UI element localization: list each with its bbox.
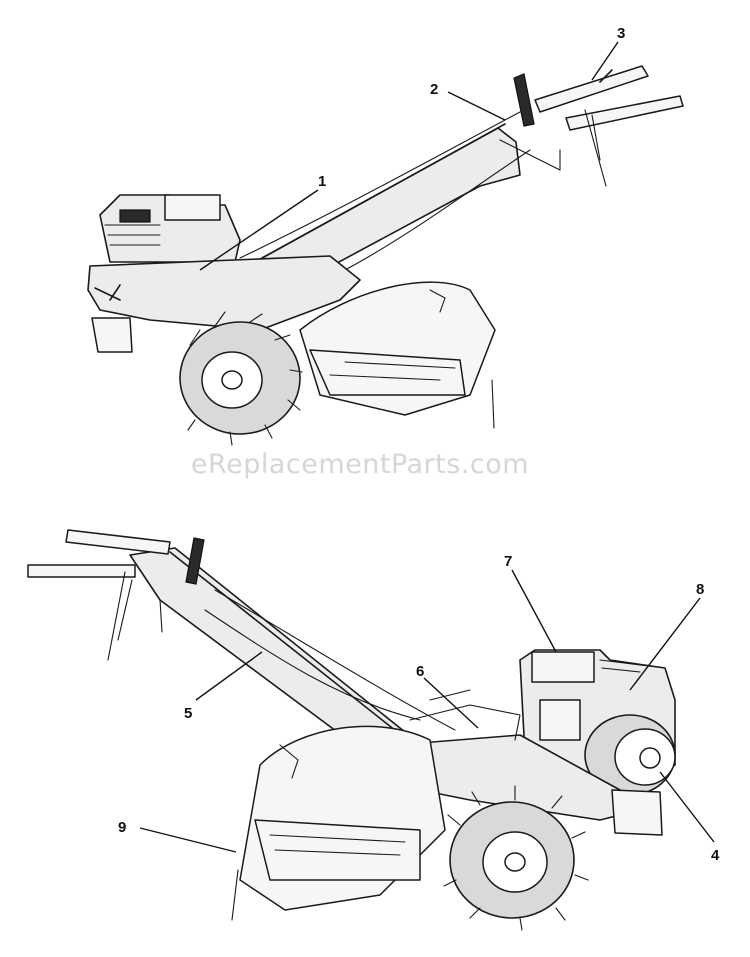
leader-6 (423, 677, 479, 729)
callout-3: 3 (617, 25, 625, 42)
leader-9 (139, 827, 237, 853)
callout-8: 8 (696, 581, 704, 598)
tiller-bottom-view (27, 529, 676, 931)
leader-3 (591, 41, 619, 81)
tiller-top-view (87, 65, 684, 446)
leader-1 (199, 189, 319, 271)
callout-4: 4 (711, 847, 720, 864)
watermark-text: eReplacementParts.com (191, 449, 529, 480)
callout-5: 5 (184, 705, 192, 722)
callout-1: 1 (318, 173, 326, 190)
callout-leaders (139, 41, 715, 853)
callout-6: 6 (416, 663, 424, 680)
leader-8 (629, 597, 701, 691)
leader-5 (195, 651, 263, 701)
callout-numbers: 1 2 3 4 5 6 7 8 9 (118, 25, 720, 864)
leader-2 (447, 91, 506, 121)
leader-4 (659, 771, 715, 843)
callout-9: 9 (118, 819, 126, 836)
leader-7 (511, 569, 557, 653)
callout-2: 2 (430, 81, 438, 98)
callout-7: 7 (504, 553, 512, 570)
